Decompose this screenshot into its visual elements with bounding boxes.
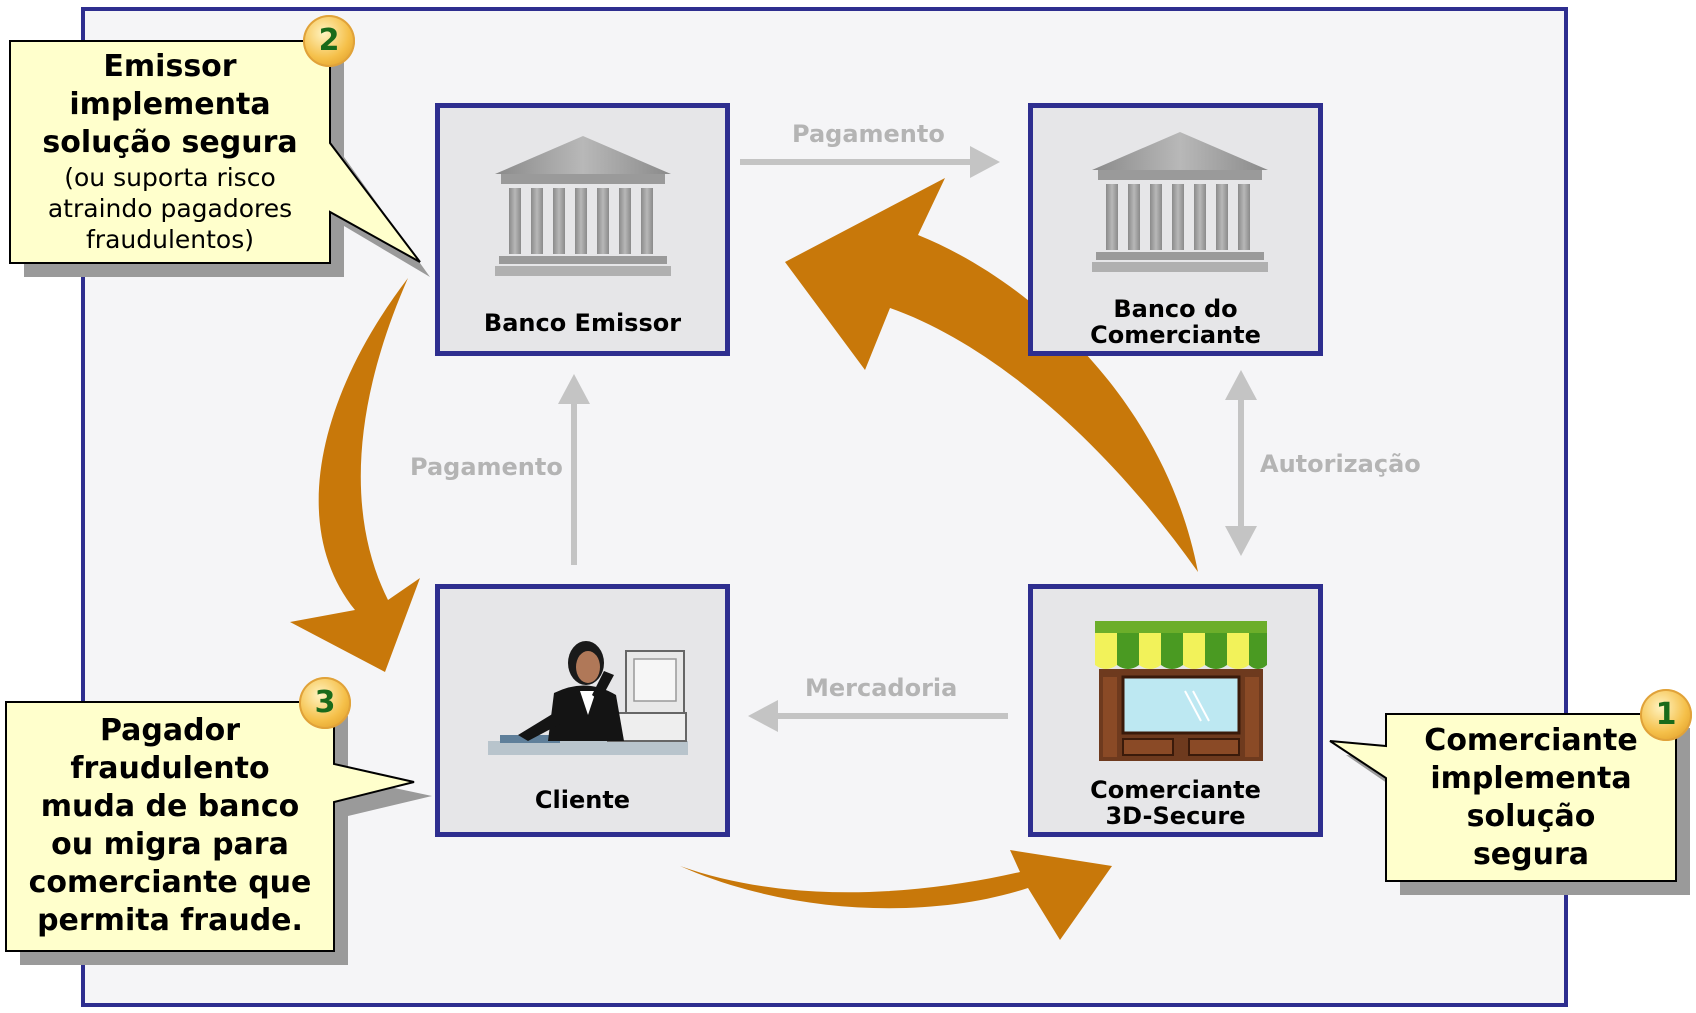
callout-issuer: Emissor implementa solução segura (ou su… xyxy=(12,48,328,255)
person-at-computer-icon xyxy=(488,641,688,755)
node-client: Cliente xyxy=(435,584,730,837)
node-merchant-bank-label-line2: Comerciante xyxy=(1090,321,1261,349)
badge-issuer-number: 2 xyxy=(303,15,355,67)
flow-arrow-payment-banks xyxy=(740,146,1000,178)
callout-issuer-note-line2: atraindo pagadores xyxy=(47,194,293,223)
flow-label-authorization: Autorização xyxy=(1260,450,1421,478)
callout-payer-line3: muda de banco xyxy=(40,789,300,824)
badge-payer-number: 3 xyxy=(299,677,351,729)
storefront-icon xyxy=(1095,621,1267,761)
cycle-arrow-client-to-merchant xyxy=(680,850,1112,940)
flow-label-goods: Mercadoria xyxy=(805,674,958,702)
callout-issuer-title-line1: Emissor xyxy=(103,49,237,84)
callout-issuer-title-line3: solução segura xyxy=(42,125,298,160)
node-merchant-label-line2: 3D-Secure xyxy=(1105,802,1246,830)
cycle-arrow-issuer-to-client xyxy=(290,278,420,672)
callout-merchant: Comerciante implementa solução segura xyxy=(1388,722,1674,874)
callout-payer-line1: Pagador xyxy=(99,713,241,748)
node-merchant-bank-label-line1: Banco do xyxy=(1113,295,1238,323)
callout-merchant-line2: implementa xyxy=(1430,761,1632,796)
callout-issuer-title-line2: implementa xyxy=(69,87,271,122)
badge-merchant-number: 1 xyxy=(1640,689,1692,741)
callout-payer-line4: ou migra para xyxy=(51,827,289,862)
callout-payer: Pagador fraudulento muda de banco ou mig… xyxy=(8,712,332,940)
node-merchant-bank: Banco do Comerciante xyxy=(1028,103,1323,356)
callout-merchant-line3: solução xyxy=(1466,799,1596,834)
callout-issuer-note-line1: (ou suporta risco xyxy=(64,163,276,192)
flow-label-payment-banks: Pagamento xyxy=(792,120,945,148)
cycle-arrow-merchant-to-issuer xyxy=(785,178,1198,572)
flow-arrow-authorization xyxy=(1225,370,1257,556)
node-merchant: Comerciante 3D-Secure xyxy=(1028,584,1323,837)
bank-icon xyxy=(495,136,671,276)
flow-arrow-payment-client xyxy=(558,374,590,565)
callout-payer-line2: fraudulento xyxy=(70,751,270,786)
callout-merchant-line1: Comerciante xyxy=(1424,723,1638,758)
callout-issuer-note-line3: fraudulentos) xyxy=(85,225,254,254)
callout-merchant-shape xyxy=(1329,713,1677,882)
bank-icon xyxy=(1092,132,1268,272)
flow-arrow-goods xyxy=(748,700,1008,732)
node-merchant-label-line1: Comerciante xyxy=(1090,776,1261,804)
node-issuer-bank-label: Banco Emissor xyxy=(483,309,682,337)
flow-label-payment-client: Pagamento xyxy=(410,453,563,481)
callout-payer-line5: comerciante que xyxy=(28,865,312,900)
callout-merchant-line4: segura xyxy=(1472,837,1590,872)
node-issuer-bank: Banco Emissor xyxy=(435,103,730,356)
callout-payer-line6: permita fraude. xyxy=(37,903,303,938)
node-client-label: Cliente xyxy=(534,786,631,814)
